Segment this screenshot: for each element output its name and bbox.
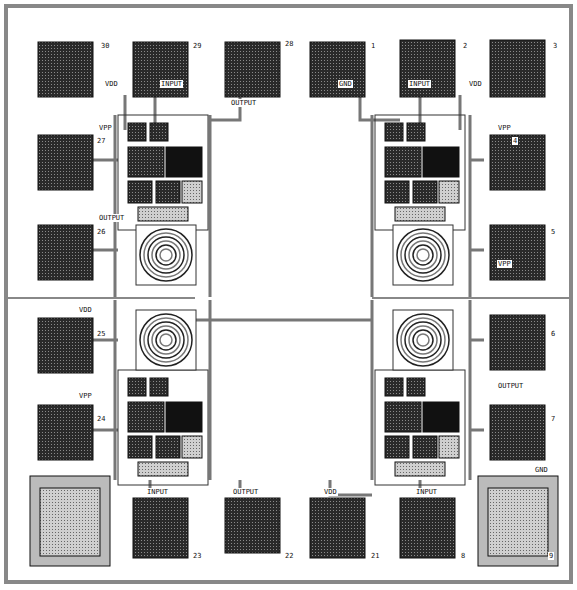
bond-pads — [38, 40, 545, 558]
pad-number: 23 — [192, 552, 202, 560]
probe-pads — [30, 476, 558, 566]
pad-number: 2 — [462, 42, 468, 50]
signal-name: GND — [534, 466, 549, 474]
pad-number: 29 — [192, 42, 202, 50]
signal-name: VPP — [497, 124, 512, 132]
pad-number: 22 — [284, 552, 294, 560]
pad-number: 7 — [550, 415, 556, 423]
pad-number: 30 — [100, 42, 110, 50]
pad-number: 26 — [96, 228, 106, 236]
signal-name: OUTPUT — [230, 99, 257, 107]
signal-name: INPUT — [160, 80, 183, 88]
pad-number: 25 — [96, 330, 106, 338]
pad-number: 9 — [548, 552, 554, 560]
signal-name: VPP — [78, 392, 93, 400]
pad-number: 8 — [460, 552, 466, 560]
signal-name: VDD — [468, 80, 483, 88]
pad-number: 21 — [370, 552, 380, 560]
signal-name: INPUT — [415, 488, 438, 496]
pad-number: 1 — [370, 42, 376, 50]
metal-wires — [93, 60, 484, 495]
pad-number: 28 — [284, 40, 294, 48]
signal-name: VPP — [497, 260, 512, 268]
signal-name: INPUT — [408, 80, 431, 88]
signal-name: VPP — [98, 124, 113, 132]
pad-number: 4 — [512, 137, 518, 145]
signal-name: VDD — [78, 306, 93, 314]
die-border — [6, 6, 571, 582]
signal-name: VDD — [104, 80, 119, 88]
pad-number: 6 — [550, 330, 556, 338]
signal-name: VDD — [323, 488, 338, 496]
signal-name: GND — [338, 80, 353, 88]
pad-number: 24 — [96, 415, 106, 423]
pad-number: 5 — [550, 228, 556, 236]
pad-number: 27 — [96, 137, 106, 145]
signal-name: OUTPUT — [98, 214, 125, 222]
pad-number: 3 — [552, 42, 558, 50]
signal-name: INPUT — [146, 488, 169, 496]
signal-name: OUTPUT — [232, 488, 259, 496]
circuit-blocks — [118, 115, 465, 485]
signal-name: OUTPUT — [497, 382, 524, 390]
